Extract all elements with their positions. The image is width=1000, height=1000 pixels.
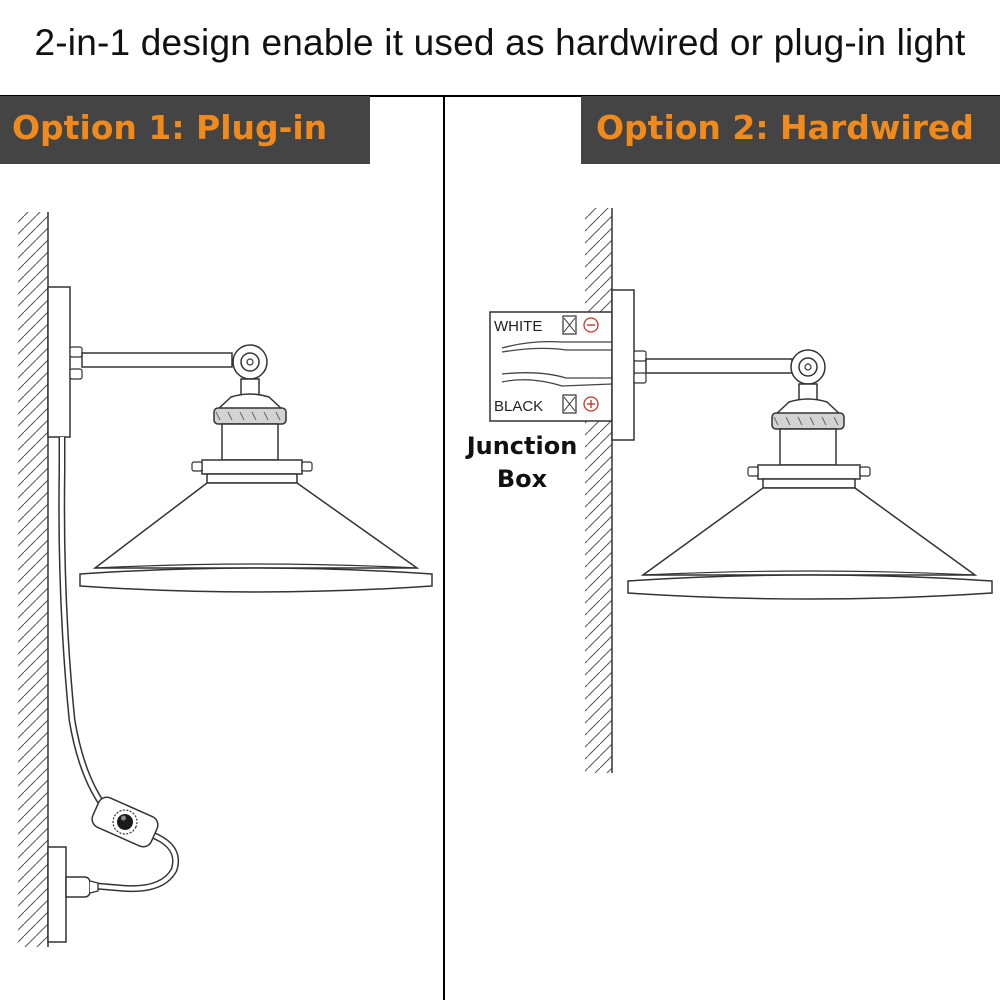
- plug-in-lamp-shade: [79, 482, 433, 593]
- hardwired-wall: [585, 208, 613, 773]
- option-1-banner: Option 1: Plug-in: [0, 96, 370, 164]
- option-2-banner: Option 2: Hardwired: [581, 96, 1000, 164]
- plug-in-arm: [81, 344, 268, 396]
- dimmer-switch: [91, 796, 159, 848]
- power-cord: [58, 437, 179, 893]
- hardwired-wall-plate: [611, 289, 647, 441]
- headline: 2-in-1 design enable it used as hardwire…: [34, 22, 966, 63]
- junction-box-label: Junction Box: [452, 430, 592, 496]
- junction-box-label-line2: Box: [496, 465, 548, 493]
- top-rule: [0, 95, 1000, 97]
- wall-outlet-plug: [47, 846, 99, 943]
- hardwired-arm: [645, 349, 826, 401]
- plug-in-lamp-socket: [191, 393, 313, 484]
- hardwired-lamp-socket: [747, 398, 871, 489]
- black-wire-label: BLACK: [494, 398, 543, 415]
- panel-divider: [443, 95, 445, 1000]
- junction-box: WHITE BLACK: [489, 311, 613, 422]
- hardwired-lamp-shade: [627, 487, 993, 600]
- plug-in-wall: [18, 212, 49, 947]
- white-wire-label: WHITE: [494, 318, 542, 335]
- junction-box-label-line1: Junction: [466, 432, 578, 460]
- plug-in-wall-plate: [47, 286, 83, 438]
